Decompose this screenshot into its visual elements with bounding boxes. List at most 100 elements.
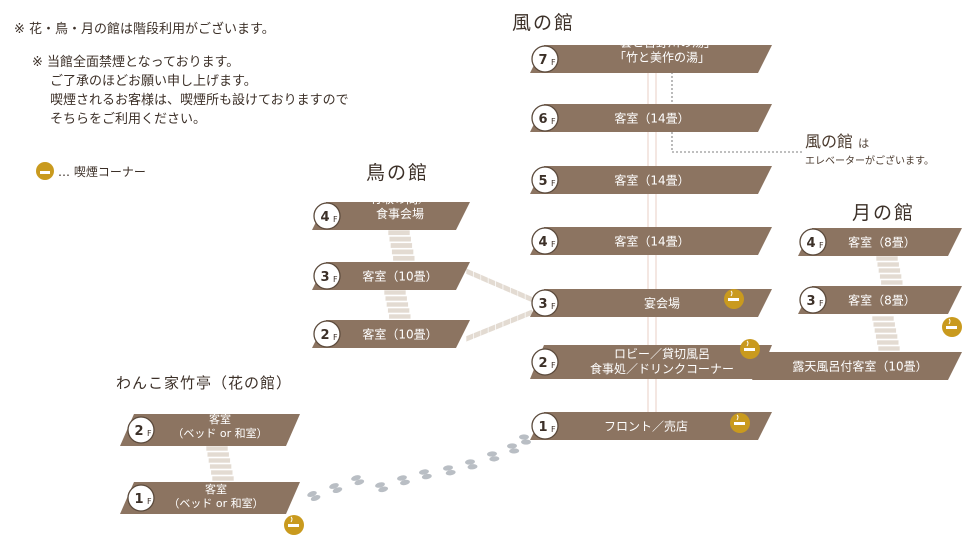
footprint-icon [507,443,520,454]
floor-band-tori [312,202,470,230]
floor-band-tsuki [798,286,962,314]
floor-label: 「竹と美作の湯」 [614,50,710,64]
floor-suffix: F [333,333,338,342]
notice-nonsmoking: ※ 当館全面禁煙となっております。 ご了承のほどお願い申し上げます。 喫煙される… [14,53,349,129]
floor-number: 2 [134,424,143,439]
elevator-suffix: は [858,137,870,150]
floor-band-tsuki [798,228,962,256]
floor-label: 客室（14畳） [614,110,689,125]
floor-band-kaze [530,227,772,255]
floor-number-circle [531,227,559,255]
floor-suffix: F [551,58,556,67]
floor-number-circle [127,484,155,512]
floor-label: 露天風呂付客室（10畳） [792,358,927,373]
floor-band-kaze [530,412,772,440]
floor-label: 客室 [205,482,227,496]
floor-suffix: F [551,117,556,126]
notice-line: そちらをご利用ください。 [50,112,207,127]
stairs-icon [387,229,416,262]
floor-number-circle [531,289,559,317]
floor-number: 3 [320,270,329,285]
notice-stairs: ※ 花・鳥・月の館は階段利用がございます。 [14,22,275,37]
smoking-area-icon [730,413,750,433]
floor-suffix: F [147,429,152,438]
floor-label: ロビー／貸切風呂 [614,346,710,361]
floor-suffix: F [819,241,824,250]
floor-number-circle [531,166,559,194]
floor-band-kaze [530,289,772,317]
floor-label: （ベッド or 和室） [168,496,263,510]
floor-number: 2 [320,328,329,343]
footprint-icon [375,482,389,493]
floor-number-circle [799,228,827,256]
floor-number: 1 [134,492,143,507]
floor-number-circle [531,412,559,440]
floor-number-circle [313,202,341,230]
floor-label: 客室（8畳） [848,234,916,249]
floor-number-circle [313,262,341,290]
elevator-note: 風の館 は エレベーターがございます。 [805,128,934,167]
floor-number: 3 [806,294,815,309]
floor-suffix: F [551,425,556,434]
stairs-icon [875,255,904,286]
floor-number-circle [531,45,559,73]
floor-label: 客室（14畳） [614,172,689,187]
floor-number: 4 [806,236,815,251]
floor-label: 客室（10畳） [362,326,437,341]
elevator-text: エレベーターがございます。 [805,156,934,167]
floor-band-kaze [530,166,772,194]
footprint-icon [465,459,478,470]
floor-suffix: F [551,179,556,188]
smoking-area-icon [942,317,962,337]
floor-suffix: F [551,302,556,311]
smoking-area-icon [36,162,54,180]
smoking-area-icon [740,339,760,359]
floor-number: 4 [320,210,329,225]
floor-label: 客室（8畳） [848,292,916,307]
smoking-area-icon [284,515,304,535]
floor-suffix: F [333,215,338,224]
elevator-building: 風の館 [805,132,854,151]
footprint-icon [519,434,531,445]
notice-line: ご了承のほどお願い申し上げます。 [50,74,257,89]
floor-suffix: F [551,361,556,370]
building-title-hana: わんこ家竹亭（花の館） [116,374,293,392]
floor-suffix: F [819,299,824,308]
footprint-icon [397,475,410,486]
floor-band-hana [120,482,300,514]
floor-suffix: F [551,240,556,249]
floor-suffix: F [147,497,152,506]
footprint-icon [419,469,432,480]
floor-label: 「雲と吉野川の湯」 [608,35,716,49]
floor-number: 4 [538,235,547,250]
floor-number-circle [531,348,559,376]
floor-label: 客室（10畳） [362,268,437,283]
floor-number: 3 [538,297,547,312]
floor-label: 宴会場 [644,295,680,310]
stairs-icon [871,315,901,352]
floor-number: 5 [538,174,547,189]
floor-number-circle [531,104,559,132]
footprint-icon [443,465,456,476]
floor-band-hana [120,414,300,446]
footprint-icon [329,483,343,494]
notice-line: 喫煙されるお客様は、喫煙所も設けておりますので [50,93,349,108]
floor-band-tori [312,320,470,348]
building-title-tsuki: 月の館 [852,202,916,224]
building-title-tori: 鳥の館 [366,162,430,184]
floor-number: 1 [538,420,547,435]
stairs-icon [465,267,541,307]
smoking-area-icon [724,289,744,309]
floor-band-tsuki [752,352,962,380]
floor-number-circle [313,320,341,348]
